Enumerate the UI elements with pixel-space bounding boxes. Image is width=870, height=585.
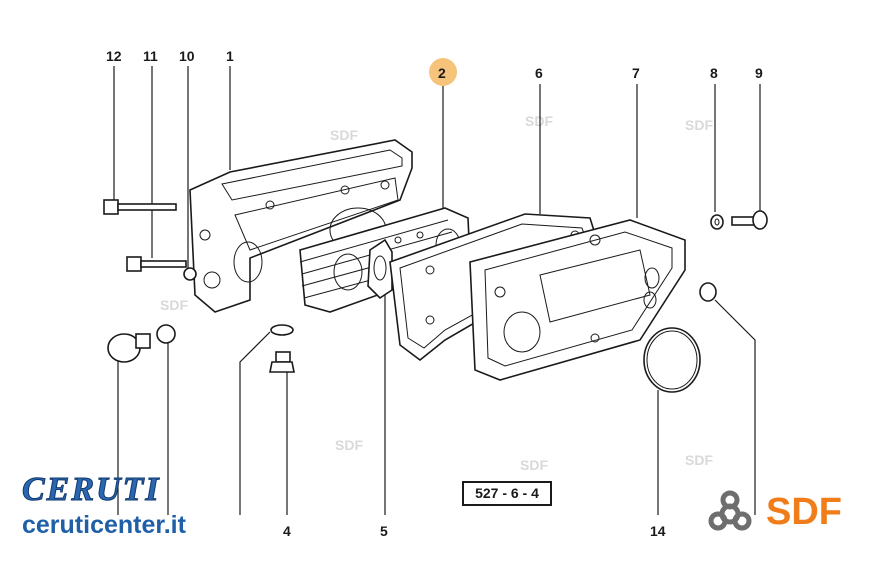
callout-4: 4 (283, 523, 291, 539)
sdf-logo-icon (708, 490, 752, 531)
callout-8: 8 (710, 65, 718, 81)
callout-5: 5 (380, 523, 388, 539)
part-bolts (103, 199, 197, 281)
brand-name: CERUTI (22, 471, 161, 508)
callout-2: 2 (438, 65, 446, 81)
sdf-logo-text: SDF (766, 491, 842, 533)
brand-url: ceruticenter.it (22, 511, 186, 539)
callout-10: 10 (179, 48, 195, 64)
callout-7: 7 (632, 65, 640, 81)
callout-2-highlight (429, 58, 457, 86)
watermarks: SDF SDF SDF SDF SDF SDF SDF (160, 113, 713, 473)
reference-code: 527 - 6 - 4 (462, 481, 552, 506)
part-cover (469, 219, 686, 381)
callout-9: 9 (755, 65, 763, 81)
watermark-text: SDF (335, 437, 363, 453)
watermark-text: SDF (685, 117, 713, 133)
callout-labels: 12 11 10 1 2 6 7 8 9 4 5 14 (106, 48, 763, 539)
ceruti-logo: CERUTI ceruticenter.it (22, 471, 262, 540)
part-small-gasket (367, 238, 393, 300)
callout-6: 6 (535, 65, 543, 81)
callout-11: 11 (143, 48, 158, 64)
watermark-text: SDF (685, 452, 713, 468)
part-washer-and-screw (710, 210, 768, 230)
callout-12: 12 (106, 48, 122, 64)
watermark-text: SDF (525, 113, 553, 129)
part-plugs (107, 324, 295, 373)
watermark-text: SDF (160, 297, 188, 313)
watermark-text: SDF (330, 127, 358, 143)
part-o-rings (643, 282, 717, 393)
callout-14: 14 (650, 523, 666, 539)
watermark-text: SDF (520, 457, 548, 473)
leader-lines (113, 66, 761, 515)
part-filter-head (189, 139, 413, 313)
callout-1: 1 (226, 48, 234, 64)
